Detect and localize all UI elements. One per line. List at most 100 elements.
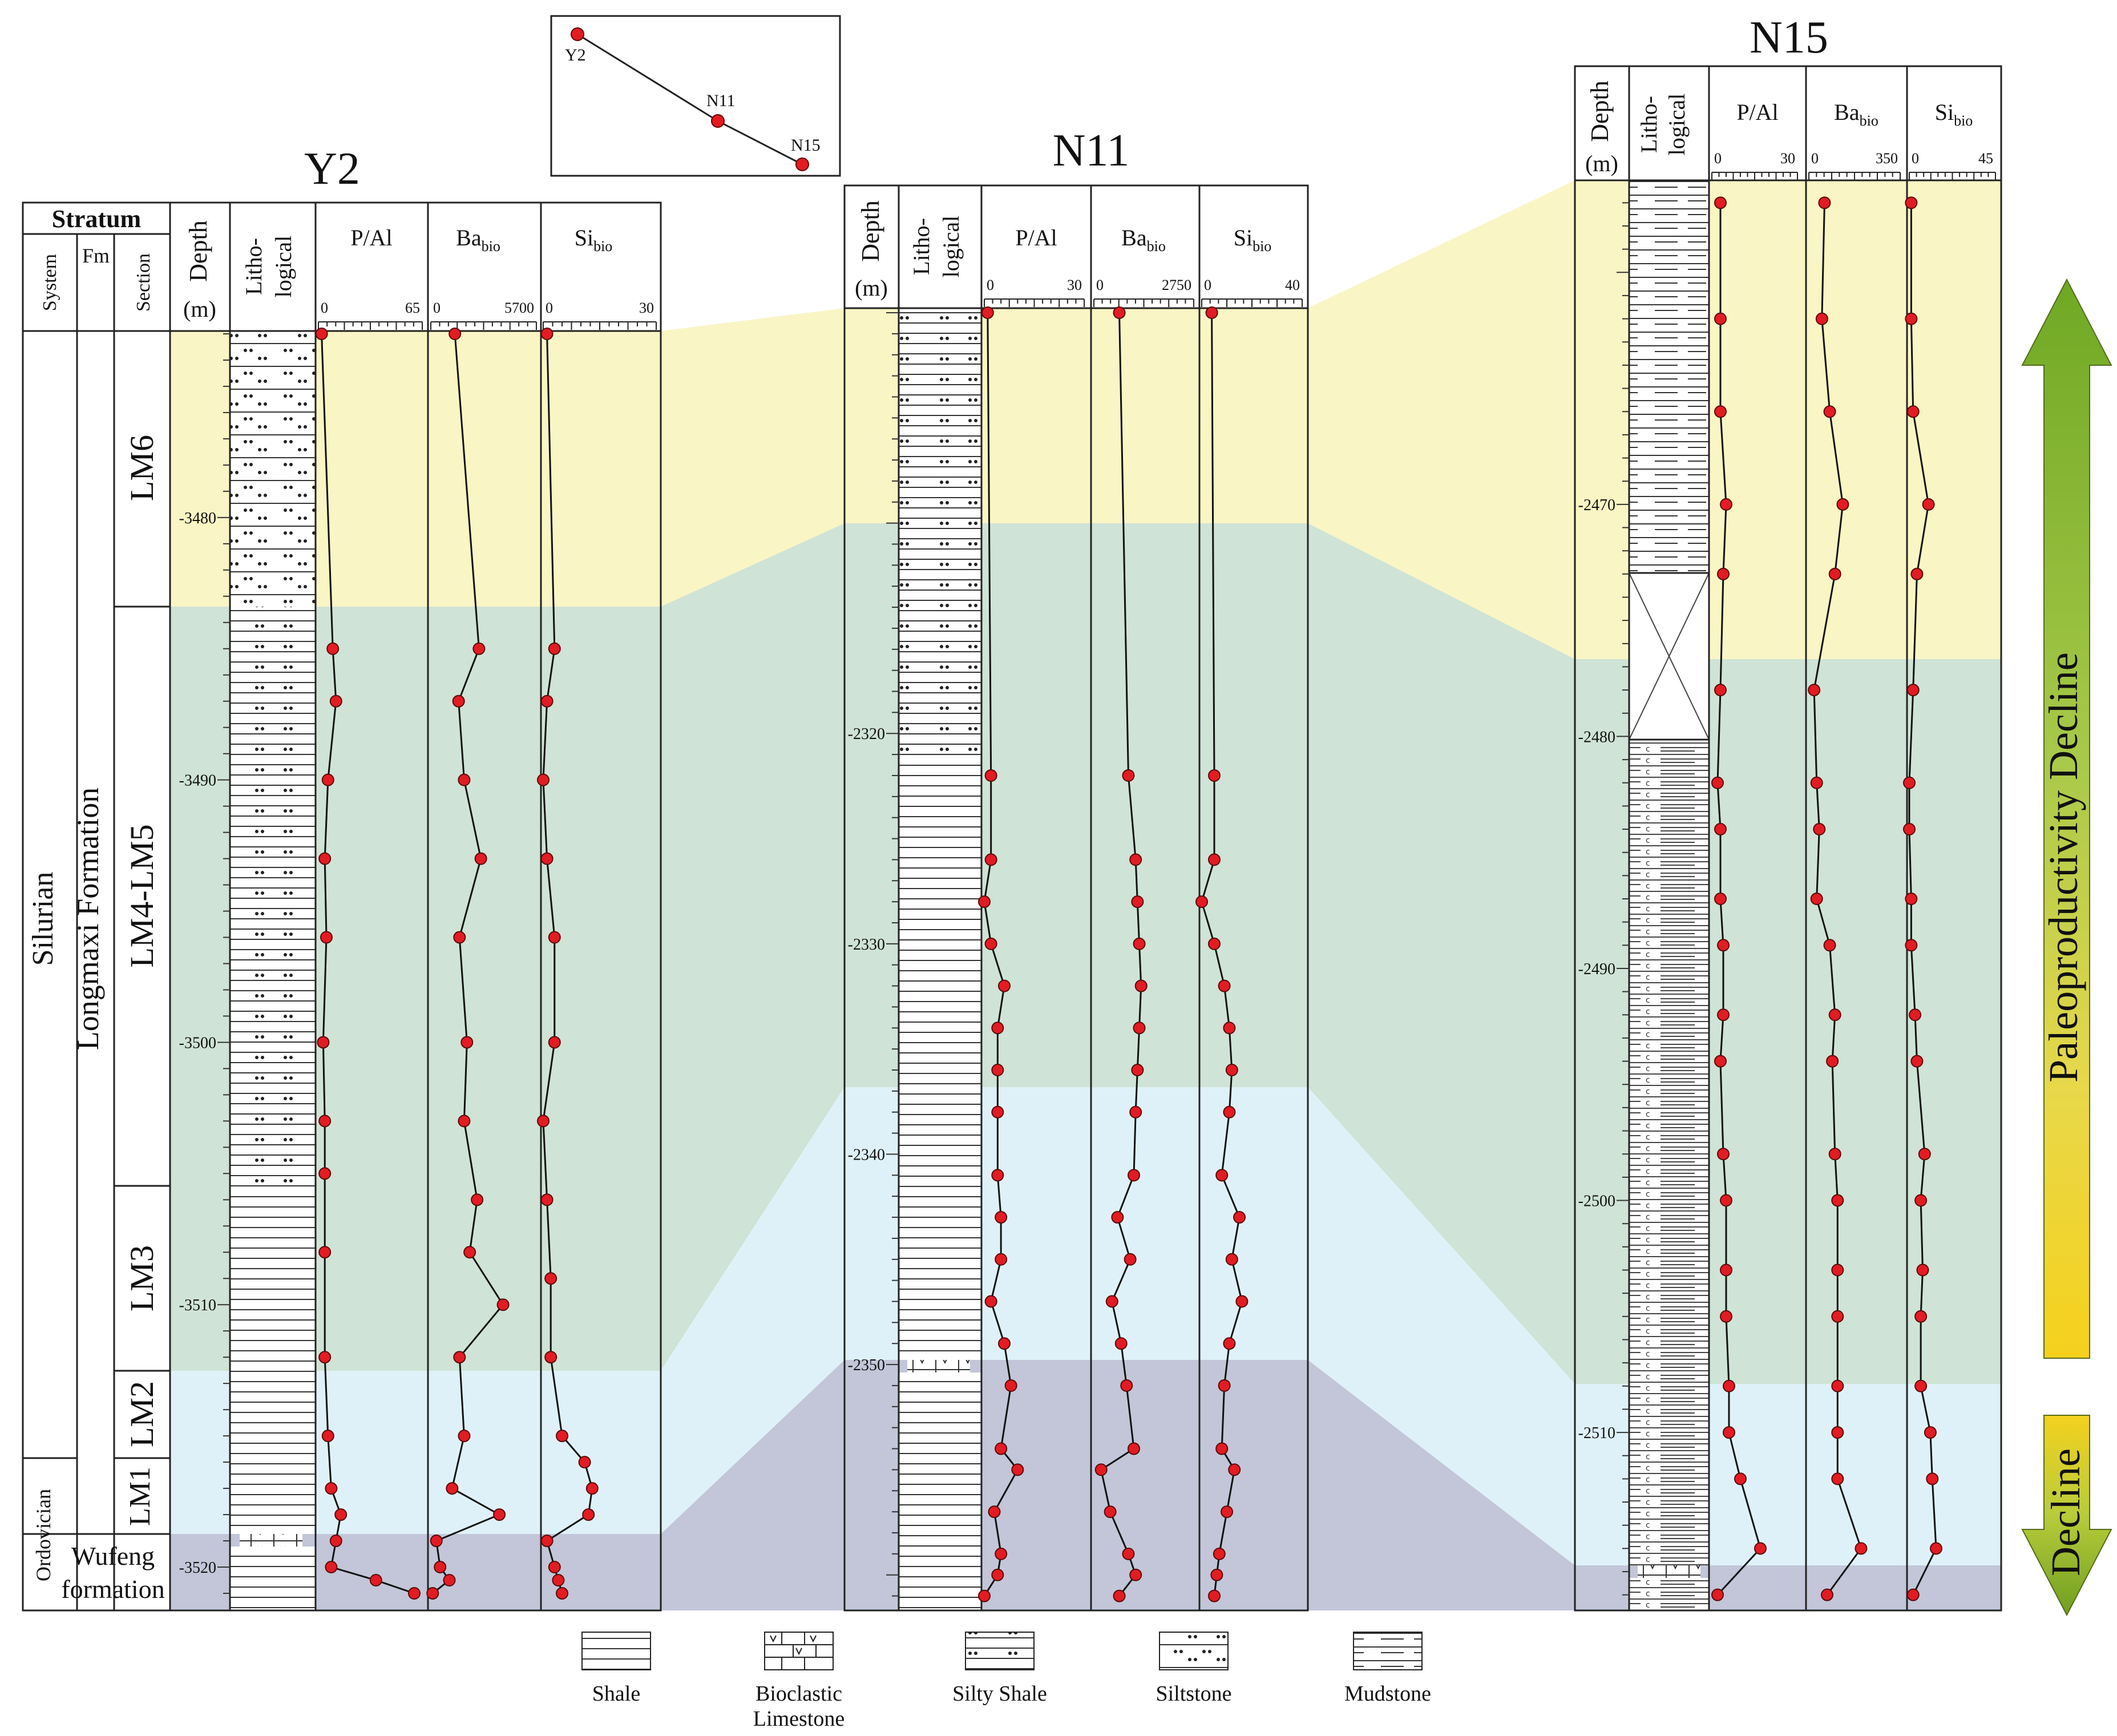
marker-n15-p_al bbox=[1720, 498, 1732, 511]
marker-n11-p_al bbox=[998, 979, 1011, 992]
marker-y2-si bbox=[582, 1508, 595, 1521]
depth-header-y2: Depth bbox=[184, 220, 212, 282]
depth-unit-n11: (m) bbox=[855, 275, 888, 301]
marker-n11-ba bbox=[1129, 1568, 1142, 1581]
scale-max-n15-si: 45 bbox=[1978, 150, 1993, 167]
marker-n11-si bbox=[1215, 1442, 1229, 1455]
well-n15: N15 Depth (m) Litho- logical P/Al Babio … bbox=[1574, 13, 2002, 1612]
marker-n11-ba bbox=[1128, 1442, 1140, 1455]
scale-max-y2-ba: 5700 bbox=[504, 300, 534, 316]
marker-n11-ba bbox=[1129, 1105, 1142, 1119]
marker-n15-ba bbox=[1831, 1310, 1844, 1323]
marker-n11-ba bbox=[1128, 1169, 1140, 1182]
marker-y2-ba bbox=[496, 1298, 510, 1311]
marker-y2-ba bbox=[449, 328, 462, 340]
marker-n15-p_al bbox=[1723, 1379, 1735, 1392]
marker-n15-ba bbox=[1821, 1588, 1833, 1601]
marker-n11-si bbox=[1225, 1064, 1238, 1077]
marker-n11-p_al bbox=[981, 306, 994, 319]
section-lm1: LM1 bbox=[124, 1467, 156, 1526]
marker-n11-p_al bbox=[995, 1211, 1008, 1224]
marker-n11-si bbox=[1223, 1337, 1236, 1350]
section-header: Section bbox=[133, 253, 154, 312]
marker-y2-ba bbox=[452, 695, 465, 708]
marker-n11-p_al bbox=[978, 895, 991, 909]
marker-n11-ba bbox=[1133, 1022, 1146, 1035]
litho-y2-bio bbox=[240, 1534, 302, 1547]
depth-header-n11: Depth bbox=[857, 200, 884, 262]
scale-max-y2-si: 30 bbox=[639, 300, 654, 316]
marker-n15-p_al bbox=[1714, 312, 1727, 325]
marker-n15-si bbox=[1929, 1542, 1942, 1555]
marker-n11-ba bbox=[1120, 1379, 1133, 1392]
marker-y2-p_al bbox=[318, 1167, 332, 1180]
section-lm3: LM3 bbox=[123, 1245, 160, 1311]
marker-n11-ba bbox=[1131, 1064, 1144, 1077]
marker-y2-si bbox=[537, 773, 550, 786]
marker-n11-ba bbox=[1133, 937, 1146, 950]
depth-label-y2: -3520 bbox=[179, 1559, 216, 1577]
marker-y2-p_al bbox=[408, 1587, 421, 1600]
marker-n15-p_al bbox=[1717, 939, 1730, 952]
marker-n15-p_al bbox=[1714, 196, 1727, 209]
marker-n15-si bbox=[1905, 196, 1918, 209]
litho-y2-siltstone bbox=[230, 331, 316, 607]
scale-min-y2-ba: 0 bbox=[433, 300, 441, 316]
marker-n15-ba bbox=[1836, 498, 1849, 511]
litho-header-n15-2: logical bbox=[1664, 94, 1690, 156]
marker-y2-ba bbox=[460, 1036, 474, 1049]
marker-n11-si bbox=[1213, 1547, 1226, 1560]
marker-n15-ba bbox=[1831, 1472, 1844, 1485]
stratum-header: Stratum bbox=[52, 205, 141, 233]
marker-n11-ba bbox=[1134, 979, 1148, 992]
fm-wufeng-2: formation bbox=[61, 1574, 164, 1604]
inset-marker-n15 bbox=[795, 158, 809, 171]
depth-label-n15: -2490 bbox=[1578, 960, 1615, 978]
marker-n11-si bbox=[1215, 1169, 1229, 1182]
marker-n15-ba bbox=[1828, 1008, 1841, 1022]
marker-n11-p_al bbox=[991, 1064, 1004, 1077]
litho-n11-bio bbox=[907, 1360, 970, 1372]
marker-y2-p_al bbox=[321, 773, 334, 786]
conn-2-blue bbox=[1308, 1087, 1575, 1565]
marker-n15-si bbox=[1905, 939, 1918, 952]
marker-n15-p_al bbox=[1714, 1055, 1727, 1068]
marker-n15-ba bbox=[1831, 1263, 1844, 1277]
marker-n15-ba bbox=[1813, 823, 1826, 836]
marker-n15-si bbox=[1914, 1310, 1928, 1323]
marker-n11-p_al bbox=[995, 1253, 1008, 1266]
marker-n11-ba bbox=[1105, 1295, 1118, 1308]
scale-min-n11-ba: 0 bbox=[1096, 277, 1104, 293]
marker-n15-p_al bbox=[1711, 776, 1724, 789]
depth-label-n15: -2470 bbox=[1578, 496, 1615, 514]
marker-y2-si bbox=[548, 1036, 561, 1049]
litho-n15-mudstone bbox=[1629, 180, 1709, 573]
marker-y2-ba bbox=[474, 852, 487, 865]
pal-header-n15: P/Al bbox=[1736, 99, 1778, 125]
scale-max-n11-si: 40 bbox=[1285, 277, 1300, 293]
conn-1-green bbox=[661, 523, 845, 1371]
litho-y2-shale bbox=[230, 1189, 316, 1534]
marker-y2-ba bbox=[458, 1115, 471, 1128]
marker-n15-p_al bbox=[1720, 1263, 1732, 1277]
marker-y2-ba bbox=[443, 1574, 456, 1587]
scale-min-n11-p_al: 0 bbox=[987, 277, 994, 293]
depth-label-n15: -2480 bbox=[1578, 728, 1615, 746]
fm-longmaxi: Longmaxi Formation bbox=[71, 788, 105, 1050]
marker-n11-ba bbox=[1111, 1211, 1124, 1224]
litho-header-n11-2: logical bbox=[938, 216, 964, 278]
marker-n15-p_al bbox=[1754, 1542, 1767, 1555]
section-lm4-lm5: LM4-LM5 bbox=[123, 824, 160, 967]
marker-y2-si bbox=[578, 1456, 591, 1469]
marker-y2-si bbox=[544, 1272, 557, 1285]
marker-n11-ba bbox=[1124, 1253, 1137, 1266]
marker-n15-ba bbox=[1823, 939, 1836, 952]
marker-y2-si bbox=[540, 695, 554, 708]
marker-y2-p_al bbox=[318, 1115, 332, 1128]
depth-unit-y2: (m) bbox=[183, 296, 216, 322]
marker-y2-p_al bbox=[321, 1430, 334, 1443]
marker-y2-si bbox=[552, 1574, 565, 1587]
marker-n15-si bbox=[1910, 1055, 1924, 1068]
marker-n11-si bbox=[1221, 1505, 1233, 1519]
marker-n11-si bbox=[1235, 1295, 1249, 1308]
